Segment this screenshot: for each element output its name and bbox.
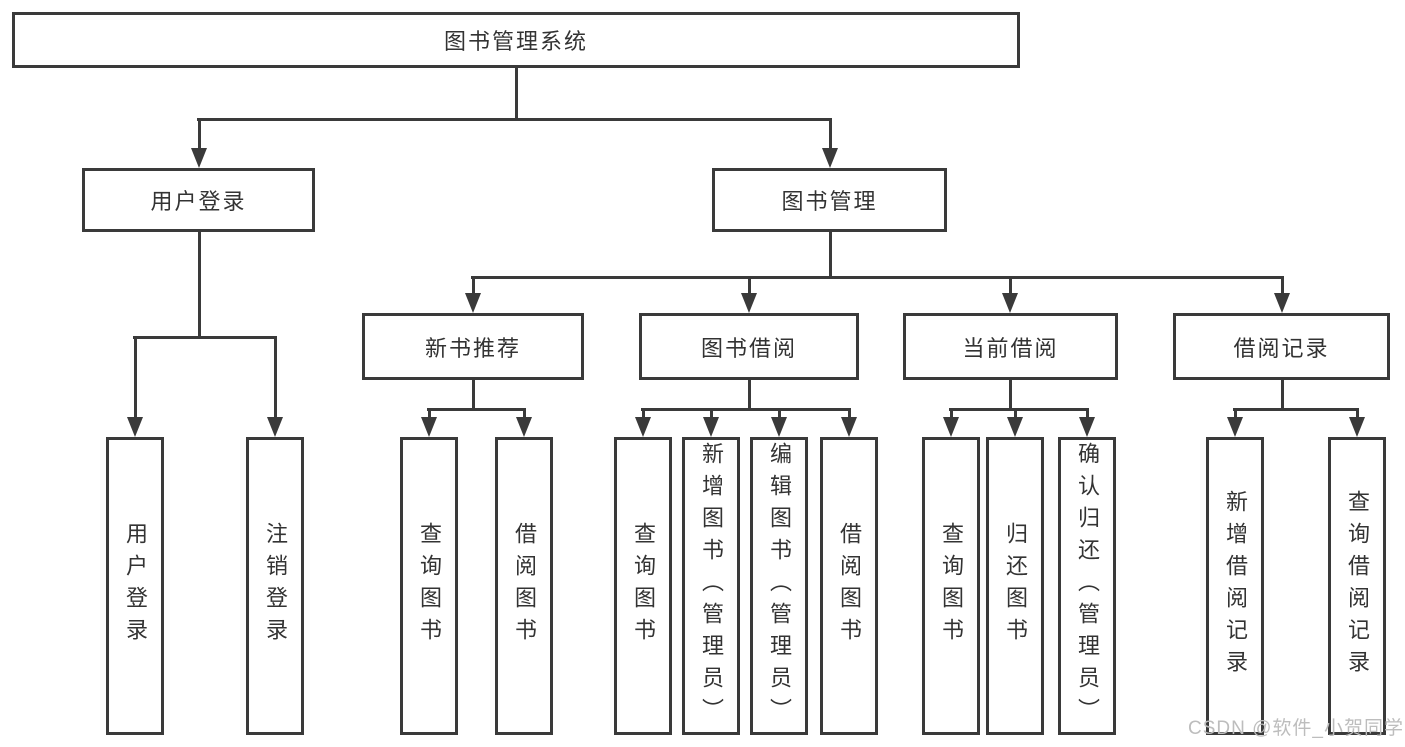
arrow-down-icon bbox=[741, 293, 757, 313]
arrow-down-icon bbox=[127, 417, 143, 437]
node-leaf-edit-book-admin: 编辑图书（管理员） bbox=[750, 437, 808, 735]
csdn-watermark: CSDN @软件_小贺同学 bbox=[1188, 718, 1404, 739]
node-label: 用户登录 bbox=[123, 522, 148, 650]
node-library-management-system: 图书管理系统 bbox=[12, 12, 1020, 68]
arrow-down-icon bbox=[465, 293, 481, 313]
node-label: 新增借阅记录 bbox=[1223, 490, 1248, 682]
arrow-down-icon bbox=[421, 417, 437, 437]
arrow-down-icon bbox=[703, 417, 719, 437]
connector-hline bbox=[427, 408, 526, 411]
node-leaf-borrow-books-recommend: 借阅图书 bbox=[495, 437, 553, 735]
connector-vline bbox=[641, 408, 645, 419]
node-label: 图书管理 bbox=[781, 189, 878, 214]
arrow-down-icon bbox=[943, 417, 959, 437]
node-leaf-query-books-borrowing: 查询图书 bbox=[614, 437, 672, 735]
arrow-down-icon bbox=[1274, 293, 1290, 313]
arrow-down-icon bbox=[516, 417, 532, 437]
arrow-down-icon bbox=[267, 417, 283, 437]
connector-vline bbox=[133, 336, 137, 419]
node-label: 图书管理系统 bbox=[443, 29, 588, 54]
connector-vline bbox=[747, 276, 751, 295]
node-leaf-add-book-admin: 新增图书（管理员） bbox=[682, 437, 740, 735]
connector-vline bbox=[1013, 408, 1017, 419]
arrow-down-icon bbox=[191, 148, 207, 168]
node-leaf-logout: 注销登录 bbox=[246, 437, 304, 735]
connector-vline bbox=[197, 118, 201, 150]
connector-hline bbox=[949, 408, 1089, 411]
connector-vline bbox=[1280, 380, 1284, 411]
arrow-down-icon bbox=[635, 417, 651, 437]
node-book-management-branch: 图书管理 bbox=[712, 168, 947, 232]
node-label: 查询图书 bbox=[417, 522, 442, 650]
connector-vline bbox=[1233, 408, 1237, 419]
connector-vline bbox=[471, 380, 475, 411]
node-label: 新书推荐 bbox=[424, 335, 521, 361]
node-leaf-user-login: 用户登录 bbox=[106, 437, 164, 735]
node-label: 查询图书 bbox=[939, 522, 964, 650]
connector-vline bbox=[1008, 380, 1012, 411]
node-leaf-query-borrow-record: 查询借阅记录 bbox=[1328, 437, 1386, 735]
node-label: 编辑图书（管理员） bbox=[767, 442, 792, 730]
node-label: 用户登录 bbox=[150, 189, 247, 214]
node-label: 查询图书 bbox=[631, 522, 656, 650]
connector-hline bbox=[471, 276, 1284, 279]
arrow-down-icon bbox=[1227, 417, 1243, 437]
connector-hline bbox=[641, 408, 851, 411]
node-leaf-return-book: 归还图书 bbox=[986, 437, 1044, 735]
connector-vline bbox=[471, 276, 475, 295]
connector-vline bbox=[522, 408, 526, 419]
connector-vline bbox=[709, 408, 713, 419]
connector-hline bbox=[197, 118, 831, 121]
arrow-down-icon bbox=[1007, 417, 1023, 437]
node-label: 新增图书（管理员） bbox=[699, 442, 724, 730]
connector-vline bbox=[514, 68, 518, 120]
connector-vline bbox=[949, 408, 953, 419]
node-leaf-add-borrow-record: 新增借阅记录 bbox=[1206, 437, 1264, 735]
arrow-down-icon bbox=[822, 148, 838, 168]
arrow-down-icon bbox=[1002, 293, 1018, 313]
node-borrowing-records: 借阅记录 bbox=[1173, 313, 1390, 380]
node-label: 当前借阅 bbox=[962, 335, 1059, 361]
node-label: 注销登录 bbox=[263, 522, 288, 650]
arrow-down-icon bbox=[771, 417, 787, 437]
node-current-borrowing: 当前借阅 bbox=[903, 313, 1118, 380]
node-label: 借阅记录 bbox=[1233, 335, 1330, 361]
connector-vline bbox=[1008, 276, 1012, 295]
node-leaf-query-books-recommend: 查询图书 bbox=[400, 437, 458, 735]
node-new-book-recommendation: 新书推荐 bbox=[362, 313, 584, 380]
connector-hline bbox=[1233, 408, 1359, 411]
node-leaf-borrow-books-borrowing: 借阅图书 bbox=[820, 437, 878, 735]
node-book-borrowing: 图书借阅 bbox=[639, 313, 859, 380]
connector-vline bbox=[847, 408, 851, 419]
connector-vline bbox=[828, 118, 832, 150]
connector-vline bbox=[1355, 408, 1359, 419]
connector-vline bbox=[1280, 276, 1284, 295]
node-user-login-branch: 用户登录 bbox=[82, 168, 315, 232]
connector-hline bbox=[133, 336, 277, 339]
node-label: 借阅图书 bbox=[837, 522, 862, 650]
connector-vline bbox=[427, 408, 431, 419]
arrow-down-icon bbox=[841, 417, 857, 437]
connector-vline bbox=[828, 232, 832, 279]
node-label: 图书借阅 bbox=[700, 335, 797, 361]
connector-vline bbox=[777, 408, 781, 419]
node-label: 确认归还（管理员） bbox=[1075, 442, 1100, 730]
connector-vline bbox=[747, 380, 751, 411]
node-leaf-confirm-return-admin: 确认归还（管理员） bbox=[1058, 437, 1116, 735]
node-label: 查询借阅记录 bbox=[1345, 490, 1370, 682]
connector-vline bbox=[273, 336, 277, 419]
arrow-down-icon bbox=[1079, 417, 1095, 437]
arrow-down-icon bbox=[1349, 417, 1365, 437]
node-leaf-query-books-current: 查询图书 bbox=[922, 437, 980, 735]
node-label: 归还图书 bbox=[1003, 522, 1028, 650]
node-label: 借阅图书 bbox=[512, 522, 537, 650]
connector-vline bbox=[197, 232, 201, 339]
connector-vline bbox=[1085, 408, 1089, 419]
